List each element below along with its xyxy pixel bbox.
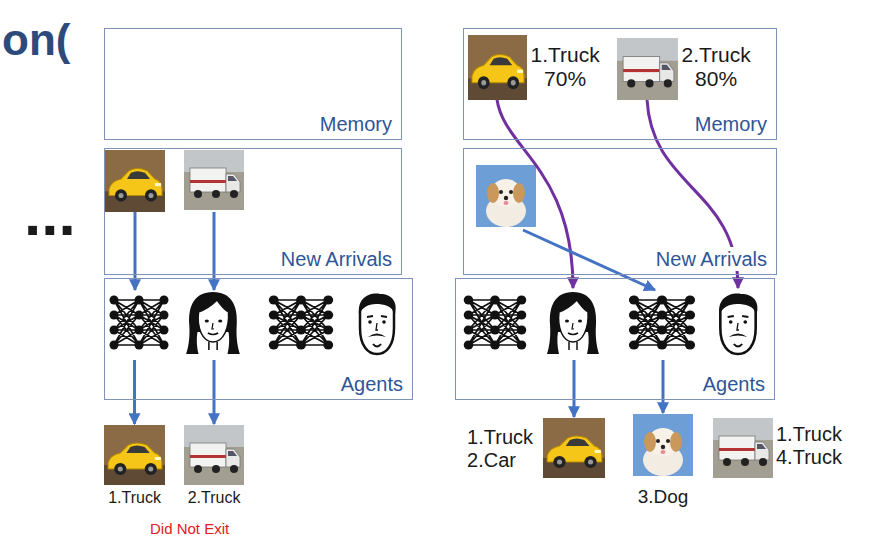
image-node: 1.Truck — [104, 425, 165, 507]
neural-net-icon — [464, 296, 527, 350]
caption-text: 1.Truck — [108, 489, 161, 507]
truck-photo — [184, 150, 244, 210]
caption-text: 1.Truck 4.Truck — [776, 423, 842, 469]
neural-net-icon — [110, 296, 169, 350]
panel-label: Agents — [339, 372, 405, 396]
car-photo — [543, 418, 605, 478]
truck-picture — [617, 38, 678, 100]
car-picture — [104, 425, 165, 485]
image-caption: 1.Truck 70% — [531, 35, 600, 91]
memory-arrow — [497, 100, 573, 289]
panel-box: Memory 1.Truck 70% 2.Truck 80% — [463, 28, 777, 140]
car-photo — [104, 425, 165, 485]
image-node: 3.Dog — [633, 414, 693, 508]
caption-text: 1.Truck 70% — [531, 43, 600, 91]
flow-arrow — [523, 230, 655, 290]
image-caption: 1.Truck — [108, 489, 161, 507]
dog-photo — [633, 414, 693, 476]
truck-picture — [184, 425, 244, 485]
woman-icon — [547, 292, 599, 354]
truck-photo — [184, 425, 244, 485]
dog-photo — [476, 165, 536, 227]
neural-net-icon — [629, 296, 695, 350]
man-icon — [359, 294, 396, 354]
car-photo — [468, 35, 527, 100]
truck-photo — [713, 418, 773, 478]
car-picture — [468, 35, 527, 100]
panel-box: New Arrivals — [463, 148, 777, 275]
image-caption: 2.Truck 80% — [682, 38, 751, 91]
panel-label: New Arrivals — [279, 247, 394, 271]
caption-text: 3.Dog — [638, 486, 689, 508]
flow-arrow — [662, 360, 665, 413]
truck-picture — [713, 418, 773, 478]
image-node: 1.Truck 70% — [468, 35, 600, 100]
status-note: Did Not Exit — [150, 521, 229, 536]
car-photo — [105, 150, 165, 212]
panel-box: Agents — [104, 278, 413, 400]
flow-arrow — [573, 360, 576, 417]
image-node: 2.Truck — [184, 425, 244, 507]
woman-icon — [186, 292, 240, 354]
panel-label: Memory — [318, 112, 394, 136]
neural-net-icon — [269, 296, 333, 350]
panel-box: Agents — [455, 278, 775, 400]
panel-label: Agents — [701, 372, 767, 396]
flow-arrow — [133, 360, 136, 424]
image-node: 1.Truck 2.Car — [467, 418, 605, 478]
car-picture — [543, 418, 605, 478]
truck-photo — [617, 38, 678, 100]
panel-box: Memory — [104, 28, 402, 140]
image-node: 2.Truck 80% — [617, 38, 751, 100]
image-caption: 3.Dog — [638, 486, 689, 508]
dog-picture — [633, 414, 693, 476]
caption-text: 2.Truck — [188, 489, 241, 507]
image-caption: 1.Truck 2.Car — [467, 418, 533, 472]
panel-label: New Arrivals — [654, 247, 769, 271]
caption-text: 2.Truck 80% — [682, 43, 751, 91]
image-caption: 2.Truck — [188, 489, 241, 507]
image-node: 1.Truck 4.Truck — [713, 418, 842, 478]
panel-box: New Arrivals — [104, 148, 402, 275]
ellipsis-mark: ... — [24, 183, 76, 245]
panel-label: Memory — [693, 112, 769, 136]
caption-text: 1.Truck 2.Car — [467, 426, 533, 472]
man-icon — [719, 294, 757, 354]
flow-arrow — [213, 360, 216, 424]
image-caption: 1.Truck 4.Truck — [776, 418, 842, 469]
title-text: on( — [2, 18, 70, 62]
